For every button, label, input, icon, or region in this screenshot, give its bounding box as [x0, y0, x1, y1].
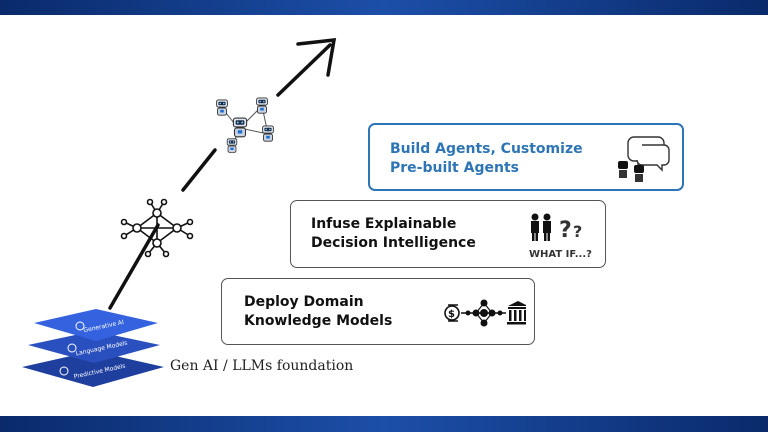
trend-line-upper	[276, 43, 332, 97]
layer-language: Language Models	[28, 331, 160, 363]
robot-icon	[216, 99, 228, 116]
foundation-caption: Gen AI / LLMs foundation	[170, 358, 354, 374]
dollar-icon: $	[448, 309, 455, 320]
what-if-label: WHAT IF...?	[529, 249, 592, 260]
step-infuse-decision: Infuse Explainable Decision Intelligence…	[290, 200, 606, 268]
people-question-icon: ? ? WHAT IF...?	[529, 213, 592, 260]
robot-network-icon	[216, 97, 274, 153]
robot-icon	[262, 125, 274, 142]
step-deploy-models: Deploy Domain Knowledge Models $	[221, 278, 535, 345]
layer-predictive: Predictive Models	[22, 351, 164, 387]
neural-network-icon	[120, 198, 194, 258]
predictive-icon	[59, 366, 69, 376]
trend-line-lower	[108, 223, 160, 310]
step-deploy-models-label: Deploy Domain Knowledge Models	[244, 294, 393, 329]
money-to-bank-pipeline-icon: $	[444, 299, 526, 327]
arrow-head	[296, 38, 337, 77]
top-banner	[0, 0, 768, 15]
step-build-agents: Build Agents, Customize Pre-built Agents	[368, 123, 684, 191]
language-icon	[67, 343, 77, 353]
trend-arrow-icon	[108, 38, 337, 310]
layer-generative: Generative AI	[34, 309, 158, 341]
question-mark-icon: ?	[559, 218, 572, 243]
trend-line-middle	[181, 148, 217, 192]
step-build-agents-label: Build Agents, Customize Pre-built Agents	[390, 141, 583, 176]
chat-robots-icon	[618, 136, 670, 182]
generative-icon	[75, 321, 85, 331]
bottom-banner	[0, 416, 768, 432]
step-infuse-decision-label: Infuse Explainable Decision Intelligence	[311, 216, 476, 251]
question-mark-small-icon: ?	[573, 222, 582, 241]
robot-icon	[226, 138, 238, 153]
robot-icon	[256, 97, 268, 114]
robot-icon	[232, 117, 248, 138]
model-stack: Predictive Models Language Models Genera…	[22, 309, 164, 387]
